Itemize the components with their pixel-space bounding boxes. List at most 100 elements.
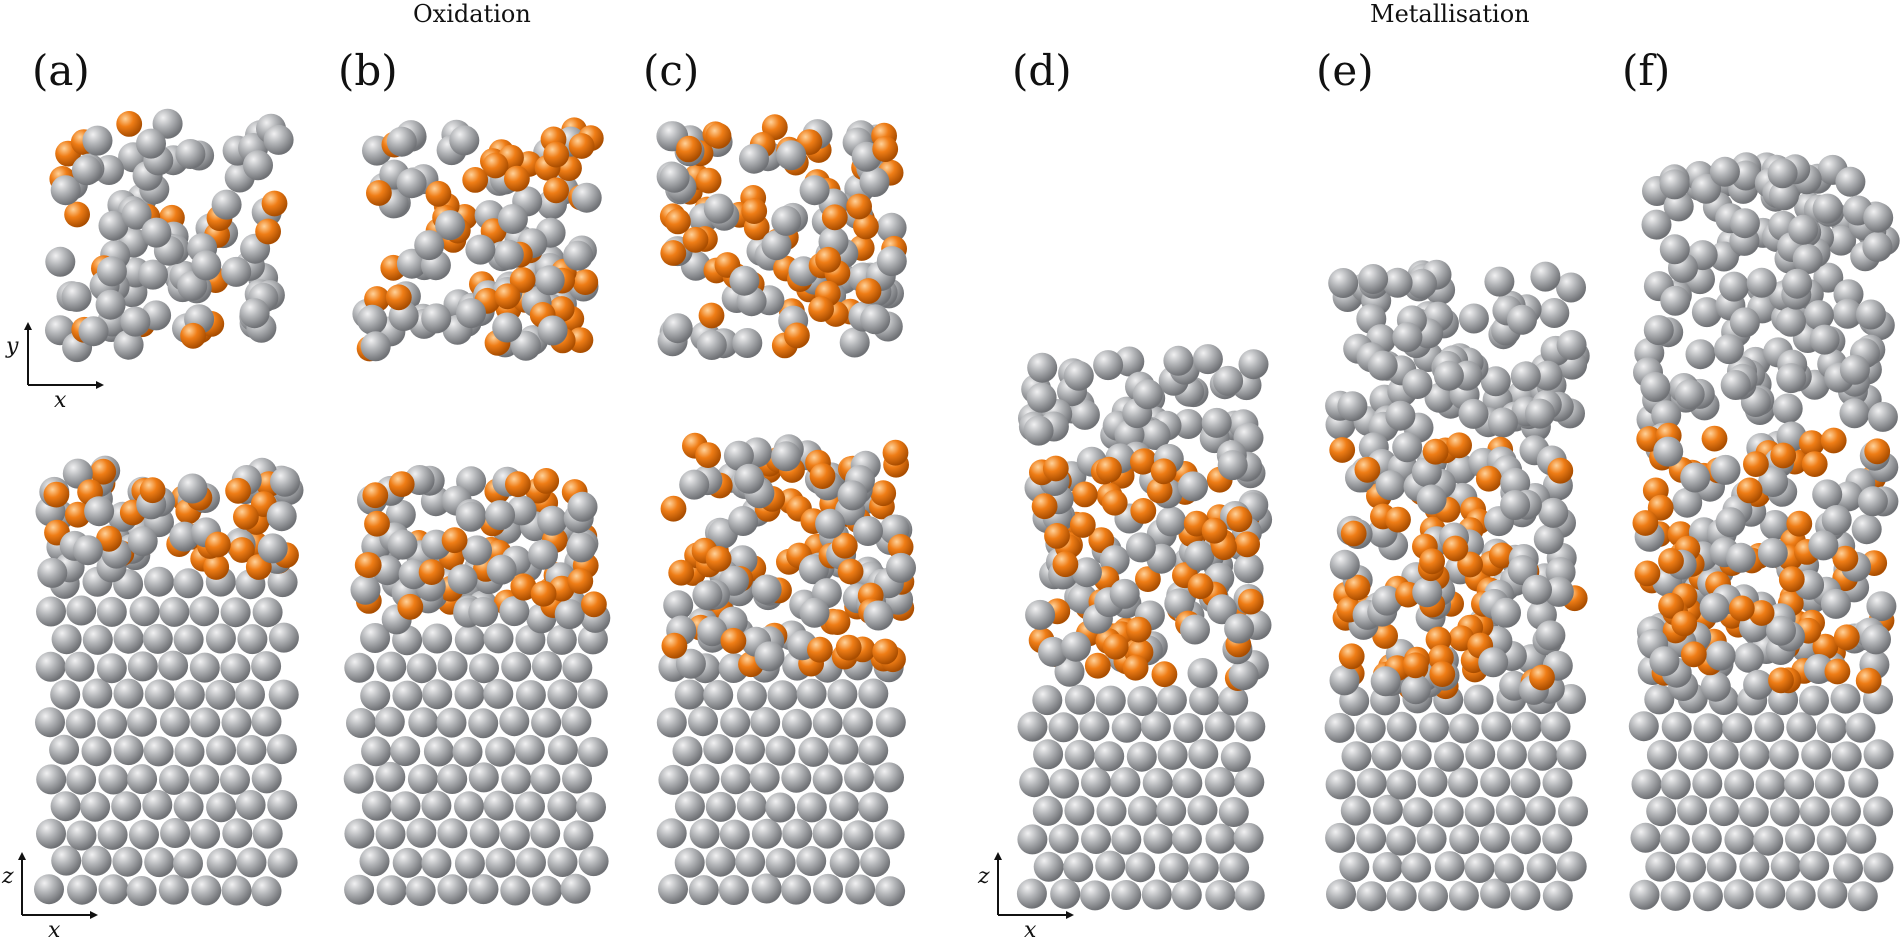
metal-atom [1156,796,1187,826]
metal-atom [236,735,267,765]
metal-atom [1685,339,1716,370]
metal-atom [1746,267,1777,298]
metal-atom [1400,674,1431,705]
metal-atom [1016,878,1047,909]
metal-atom [1705,640,1736,671]
metal-atom [160,818,191,848]
metal-atom [143,736,174,767]
metal-atom [1539,298,1570,328]
metal-atom [1709,241,1739,272]
metal-atom [767,680,798,711]
metal-atom [1207,594,1237,625]
oxygen-atom [668,559,695,586]
metal-atom [405,876,436,906]
metal-atom [863,600,894,631]
metal-atom [141,217,172,248]
metal-atom [499,596,530,627]
metal-atom [142,789,173,820]
metal-atom [1812,193,1843,224]
metal-atom [435,210,466,241]
metal-atom [205,679,236,710]
oxygen-atom [870,480,897,507]
metal-atom [267,567,298,598]
metal-atom [1641,209,1672,240]
metal-atom [1866,591,1897,622]
metal-atom [1189,685,1220,716]
metal-atom [497,204,528,234]
oxygen-atom [96,525,122,552]
metal-atom [1032,795,1063,826]
metal-atom [468,708,499,739]
axis-side2-x-label: x [1024,918,1037,940]
metal-atom [1218,797,1249,827]
metal-atom [771,205,802,236]
metal-atom [844,762,874,793]
metal-atom [82,678,113,709]
oxygen-atom [1743,451,1769,477]
oxygen-atom [1833,624,1860,651]
metal-atom [1767,158,1798,189]
oxygen-atom [1044,523,1070,549]
metal-atom [735,846,766,877]
metal-atom [1340,795,1371,826]
metal-atom [1392,432,1423,463]
metal-atom [1660,880,1691,911]
metal-atom [1433,360,1464,391]
oxygen-atom [1344,574,1371,601]
metal-atom [537,315,568,346]
metal-atom [765,792,796,823]
metal-atom [874,819,905,850]
metal-atom [547,791,578,822]
metal-atom [1213,365,1244,396]
metal-atom [344,874,375,905]
metal-atom [120,306,151,337]
metal-atom [751,574,782,605]
metal-atom [1126,741,1157,772]
metal-atom [206,792,237,823]
metal-atom [344,818,375,849]
metal-atom [127,526,158,557]
metal-atom [36,596,66,627]
metal-atom [266,501,297,532]
metal-atom [1511,711,1542,742]
metal-atom [1720,370,1751,400]
oxygen-atom [1031,493,1058,520]
metal-atom [96,256,127,287]
metal-atom [1776,306,1806,337]
metal-atom [531,875,562,906]
oxygen-atom [1096,456,1122,483]
metal-atom [876,246,907,277]
metal-atom [1480,366,1511,397]
metal-atom [387,529,418,560]
metal-atom [837,480,868,511]
metal-atom [235,790,266,820]
metal-atom [1019,767,1050,798]
oxygen-atom [1728,595,1755,622]
oxygen-atom [1820,427,1847,454]
oxygen-atom [660,495,687,522]
metal-atom [765,847,796,878]
metal-atom [692,580,723,611]
metal-atom [456,298,486,329]
metal-atom [1651,400,1682,431]
metal-atom [1833,853,1863,884]
metal-atom [81,736,112,767]
axis-side1-x-arrow [90,911,98,919]
metal-atom [720,764,751,795]
metal-atom [729,265,760,296]
metal-atom [1510,824,1541,855]
metal-atom [1814,768,1845,799]
metal-atom [1386,769,1417,800]
metal-atom [1739,739,1770,770]
metal-atom [66,820,97,851]
metal-atom [392,847,423,878]
metal-atom [703,734,734,764]
metal-atom [1826,225,1857,256]
metal-atom [1835,166,1866,197]
metal-atom [1171,879,1202,910]
metal-atom [407,764,438,794]
metal-atom [860,304,891,335]
metal-atom [1401,740,1432,770]
metal-atom [191,875,222,906]
metal-atom [1063,360,1094,391]
